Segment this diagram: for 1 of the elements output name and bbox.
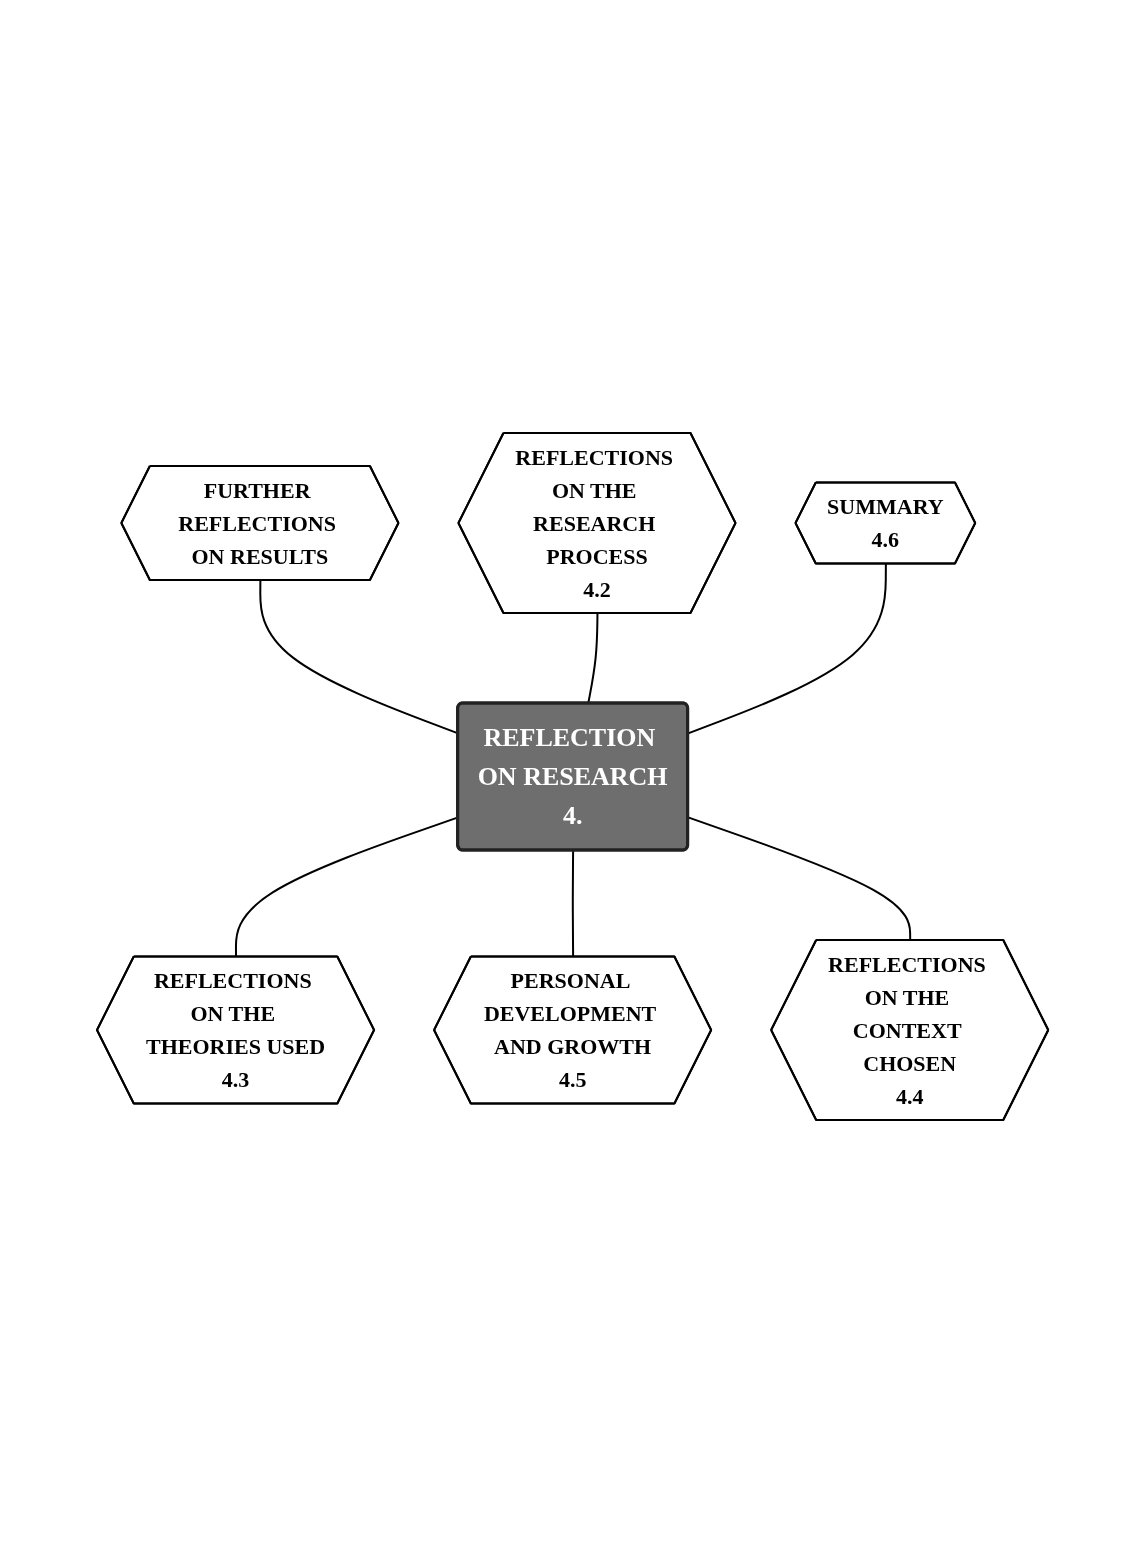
connector [572, 849, 575, 958]
